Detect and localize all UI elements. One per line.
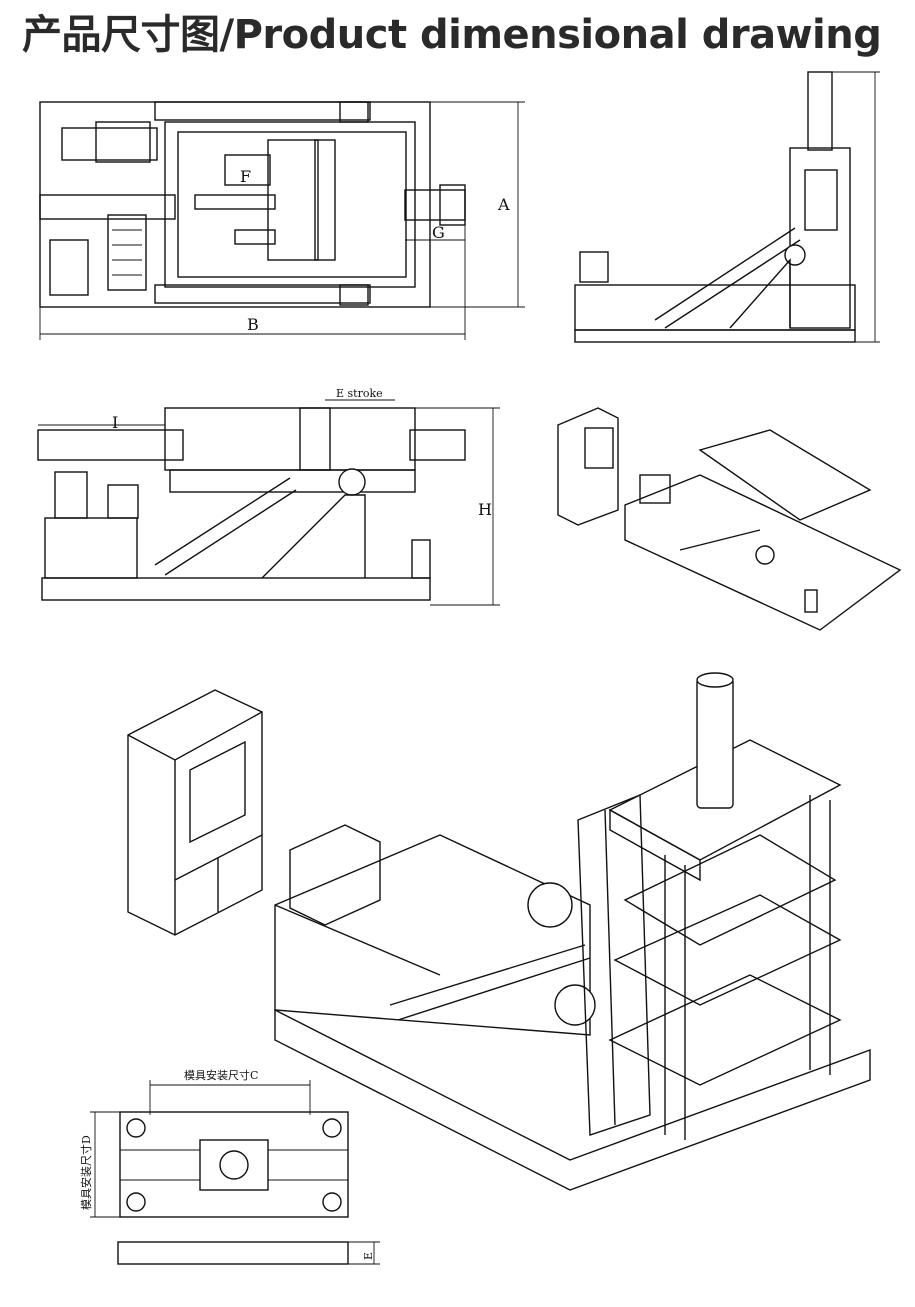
- isometric-view-small: [557, 407, 902, 631]
- dim-label-a: A: [497, 195, 510, 214]
- front-view-drawing: [37, 399, 500, 606]
- mold-plate-drawing: [90, 1080, 380, 1265]
- mold-dim-label-c: 模具安装尺寸C: [184, 1068, 258, 1082]
- dim-label-g: G: [432, 223, 445, 242]
- dim-label-h: H: [478, 500, 492, 519]
- side-view-drawing: [574, 71, 880, 343]
- dim-label-f: F: [240, 167, 251, 186]
- dim-label-i: I: [112, 413, 118, 432]
- isometric-view-large: [127, 672, 871, 1191]
- dim-label-b: B: [247, 315, 259, 334]
- mold-dim-label-e: E: [362, 1252, 375, 1260]
- top-view-drawing: [39, 101, 525, 340]
- page-title: 产品尺寸图/Product dimensional drawing: [22, 12, 882, 58]
- dim-label-e-stroke: E stroke: [336, 387, 383, 400]
- mold-dim-label-d: 模具安装尺寸D: [79, 1135, 93, 1210]
